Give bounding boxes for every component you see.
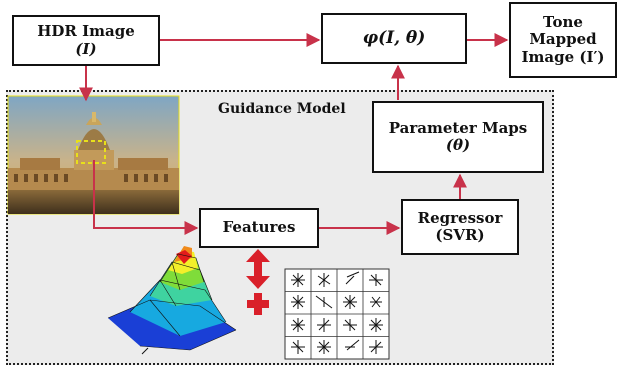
features-box: Features [199,208,319,248]
regressor-label: Regressor [417,208,503,227]
hdr-image-symbol: (I) [75,39,97,58]
regressor-box: Regressor (SVR) [401,199,519,255]
features-label: Features [222,218,296,237]
arrow-photo-to-features [93,160,199,235]
hdr-image-box: HDR Image (I) [12,15,160,66]
regressor-sublabel: (SVR) [435,226,485,244]
parameter-maps-box: Parameter Maps (θ) [372,101,544,173]
hdr-image-label: HDR Image [37,22,135,41]
tone-mapped-line3: Image (I′) [521,47,605,66]
parameter-maps-label: Parameter Maps [388,118,528,137]
double-arrow-icon [246,249,270,289]
parameter-maps-symbol: (θ) [445,136,471,154]
gradient-grid [284,268,390,360]
tone-mapped-line2: Mapped [529,30,597,49]
phi-function-box: φ(I, θ) [321,13,467,64]
guidance-model-title: Guidance Model [218,101,346,117]
plus-icon [247,293,269,315]
tone-mapped-image-box: Tone Mapped Image (I′) [509,2,617,78]
surface-plot [107,246,237,355]
phi-function-label: φ(I, θ) [362,27,426,48]
tone-mapped-line1: Tone [543,13,583,32]
